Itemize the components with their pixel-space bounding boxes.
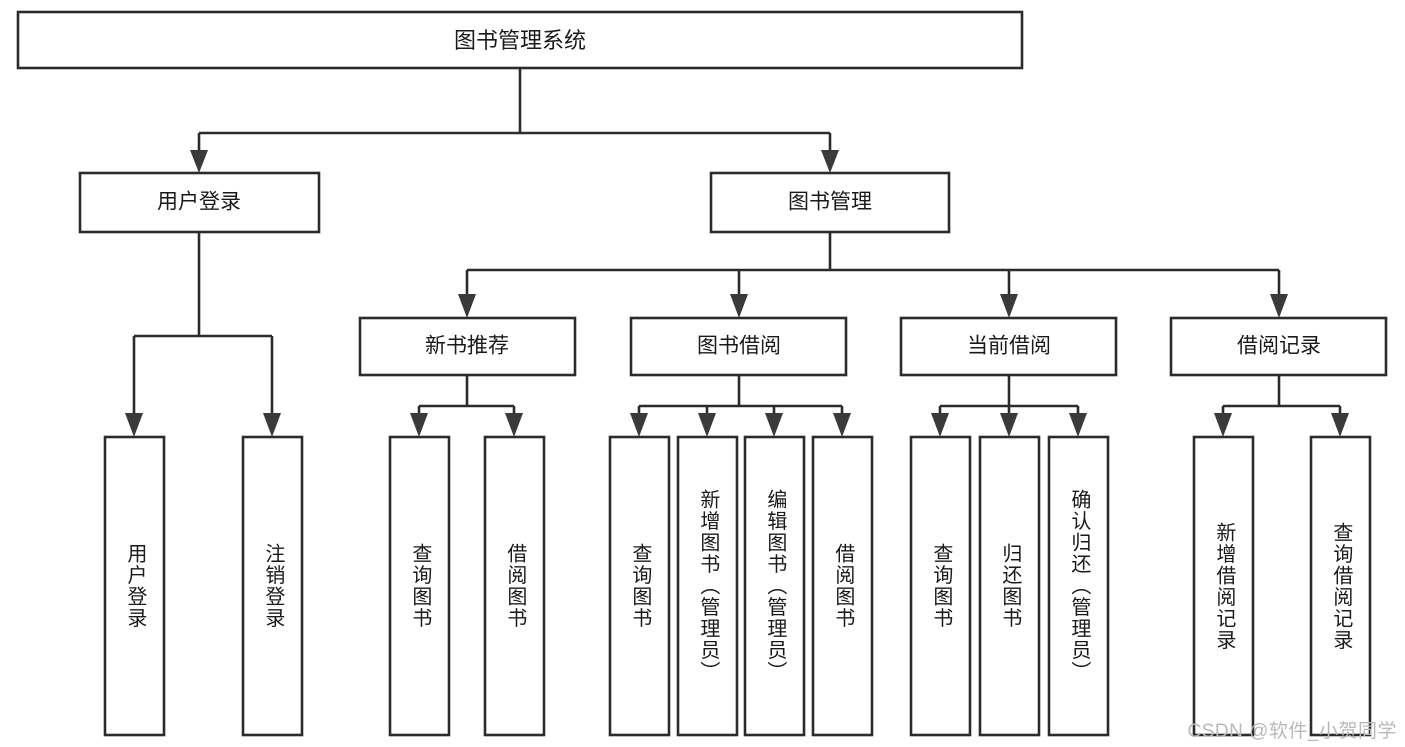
arrow-icon-bookmgmt-to-borrow (730, 294, 748, 318)
node-root-box[interactable] (16, 10, 1024, 70)
connector-group (125, 68, 1349, 437)
node-new-book-recommend-box[interactable] (358, 316, 577, 377)
node-book-management-label: 图书管理 (788, 191, 872, 214)
arrow-icon-current-leaf-1 (931, 413, 949, 437)
leaf-box-group (103, 435, 1372, 737)
arrow-icon-current-leaf-2 (1000, 413, 1018, 437)
arrow-icon-record-leaf-2 (1331, 413, 1349, 437)
arrow-icon-newbook-leaf-1 (410, 413, 428, 437)
leaf-box-borrow-1[interactable] (608, 435, 671, 737)
arrow-icon-record-leaf-1 (1214, 413, 1232, 437)
node-user-login[interactable]: 用户登录 (78, 171, 321, 234)
leaf-box-user-login-2[interactable] (241, 435, 304, 737)
arrow-icon-userlogin-leaf-2 (263, 413, 281, 437)
node-user-login-box[interactable] (78, 171, 321, 234)
leaf-box-borrow-2[interactable] (676, 435, 739, 737)
leaf-box-current-3[interactable] (1047, 435, 1110, 737)
leaf-box-user-login-1[interactable] (103, 435, 166, 737)
arrow-icon-borrow-leaf-2 (698, 413, 716, 437)
arrow-icon-bookmgmt-to-new-book (458, 294, 476, 318)
leaf-box-record-1[interactable] (1192, 435, 1255, 737)
arrow-icon-borrow-leaf-4 (833, 413, 851, 437)
node-current-borrow-label: 当前借阅 (967, 335, 1051, 358)
node-borrow-record[interactable]: 借阅记录 (1169, 316, 1388, 377)
leaf-box-new-book-1[interactable] (388, 435, 451, 737)
leaf-box-borrow-3[interactable] (743, 435, 806, 737)
node-root-label: 图书管理系统 (454, 28, 586, 53)
arrow-icon-root-to-user-login (190, 150, 208, 173)
node-book-management[interactable]: 图书管理 (709, 171, 951, 234)
node-book-management-box[interactable] (709, 171, 951, 234)
node-book-borrow-box[interactable] (629, 316, 848, 377)
node-book-borrow-label: 图书借阅 (697, 335, 781, 358)
arrow-icon-userlogin-leaf-1 (125, 413, 143, 437)
csdn-watermark: CSDN @软件_小贺同学 (1187, 721, 1397, 742)
leaf-box-new-book-2[interactable] (483, 435, 546, 737)
node-root-system[interactable]: 图书管理系统 (16, 10, 1024, 70)
node-borrow-record-box[interactable] (1169, 316, 1388, 377)
leaf-box-record-2[interactable] (1309, 435, 1372, 737)
arrow-icon-borrow-leaf-3 (765, 413, 783, 437)
node-new-book-recommend-label: 新书推荐 (425, 335, 509, 358)
leaf-box-current-2[interactable] (978, 435, 1041, 737)
arrow-icon-current-leaf-3 (1069, 413, 1087, 437)
leaf-box-current-1[interactable] (909, 435, 972, 737)
node-user-login-label: 用户登录 (157, 191, 241, 214)
arrow-icon-bookmgmt-to-record (1270, 294, 1288, 318)
node-borrow-record-label: 借阅记录 (1237, 335, 1321, 358)
arrow-icon-bookmgmt-to-current (1000, 294, 1018, 318)
node-current-borrow-box[interactable] (899, 316, 1118, 377)
node-current-borrow[interactable]: 当前借阅 (899, 316, 1118, 377)
arrow-icon-borrow-leaf-1 (630, 413, 648, 437)
node-new-book-recommend[interactable]: 新书推荐 (358, 316, 577, 377)
node-book-borrow[interactable]: 图书借阅 (629, 316, 848, 377)
arrow-icon-root-to-book-mgmt (821, 150, 839, 173)
arrow-icon-newbook-leaf-2 (505, 413, 523, 437)
leaf-box-borrow-4[interactable] (811, 435, 874, 737)
